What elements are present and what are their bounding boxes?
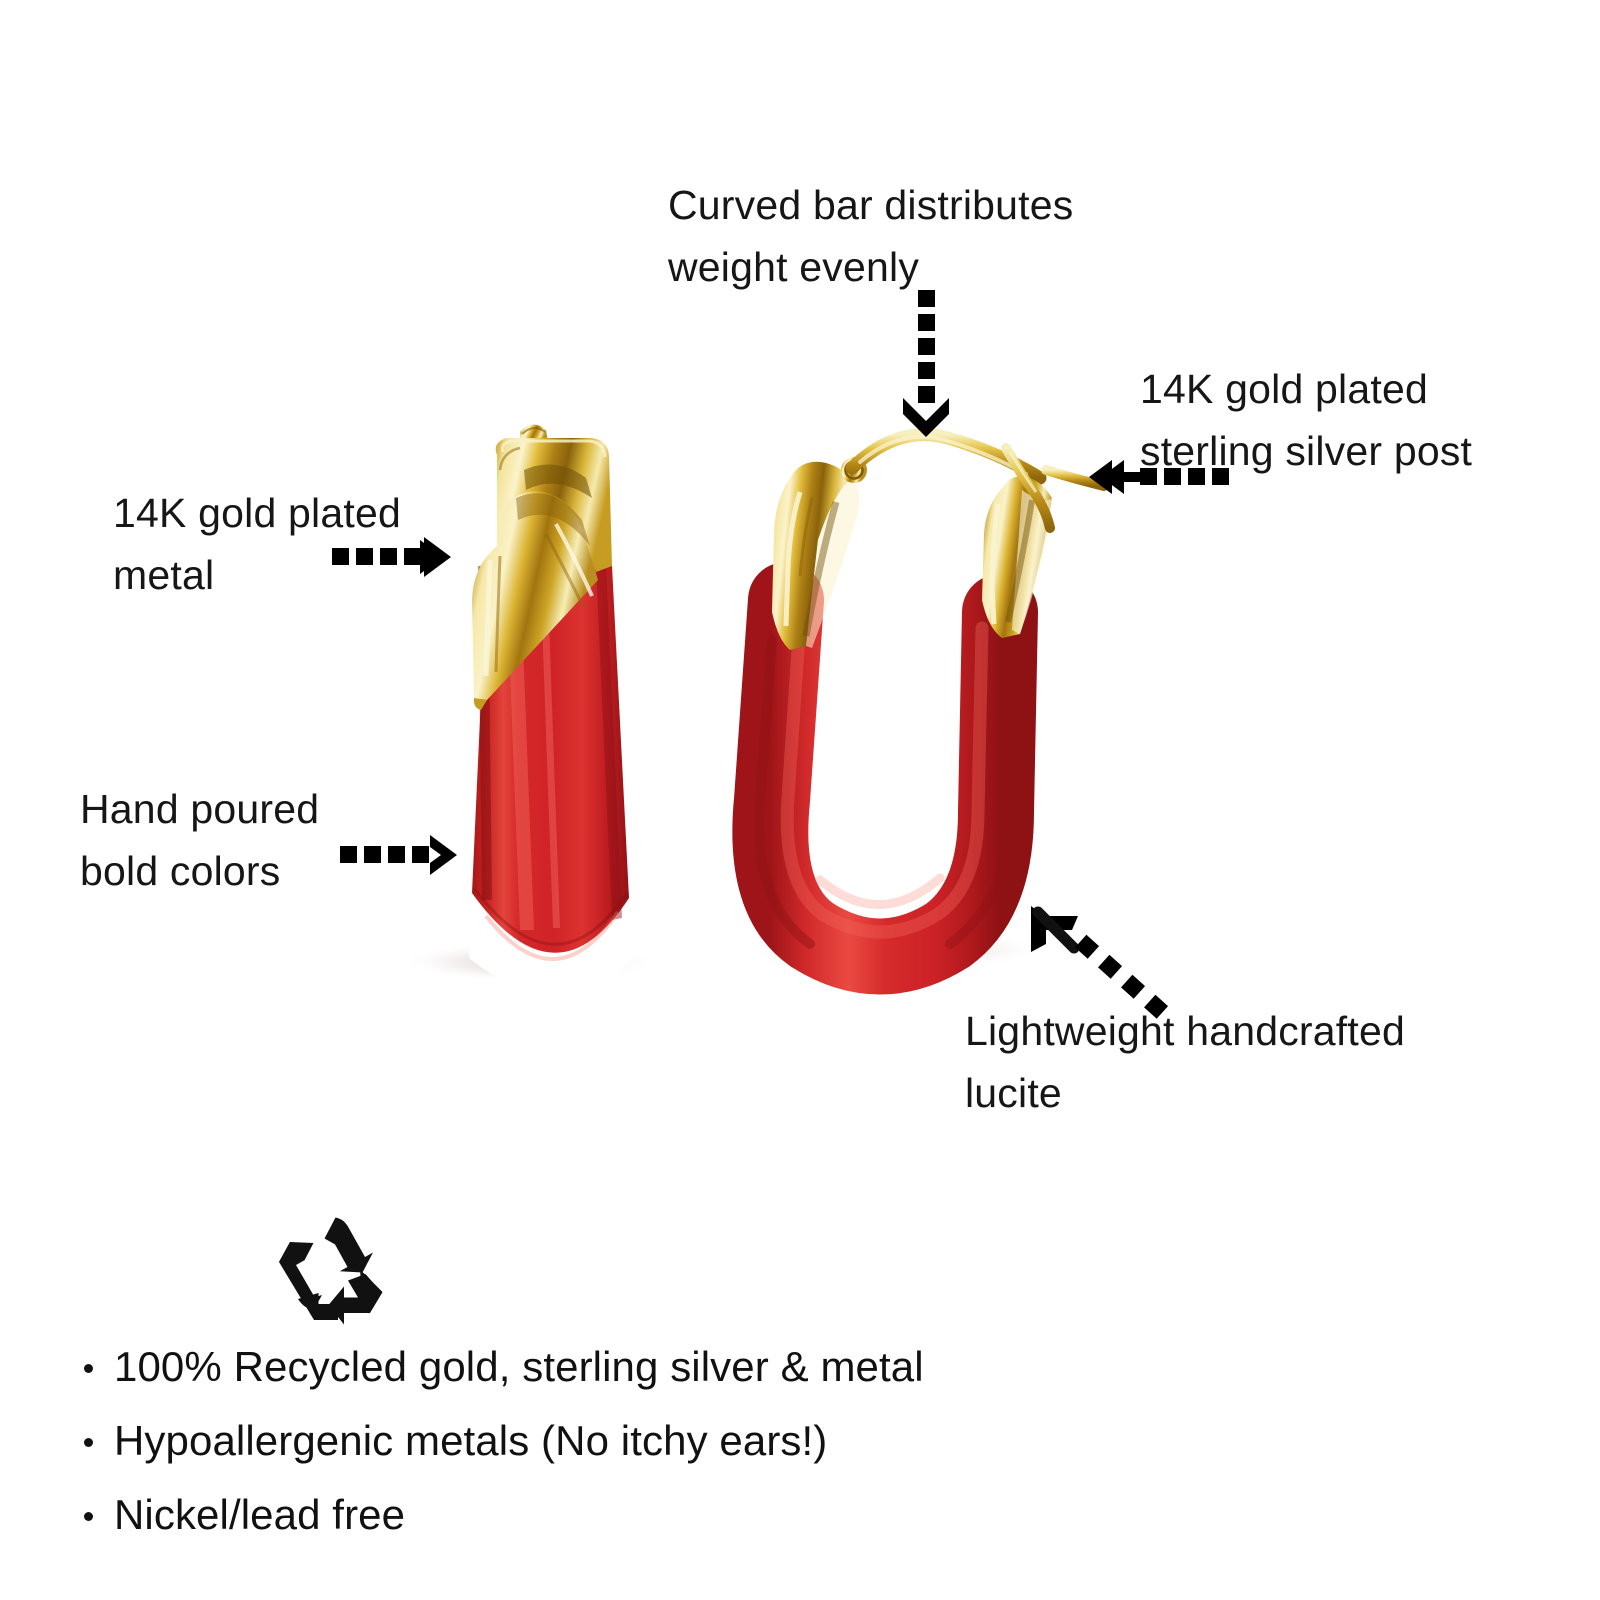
recycle-icon [272,1212,400,1336]
callout-label-gold-plated-metal: 14K gold plated metal [113,490,401,598]
callout-label-hand-poured-colors: Hand poured bold colors [80,786,320,894]
arrow-down-icon [903,290,949,437]
bullet-item: 100% Recycled gold, sterling silver & me… [70,1330,1170,1404]
callout-label-curved-bar: Curved bar distributes weight evenly [668,182,1074,290]
earring-front-view [732,428,1109,995]
callout-label-lightweight-lucite: Lightweight handcrafted lucite [965,1008,1405,1116]
callout-label-sterling-post: 14K gold plated sterling silver post [1140,366,1473,474]
bullet-item: Hypoallergenic metals (No itchy ears!) [70,1404,1170,1478]
feature-bullet-list: 100% Recycled gold, sterling silver & me… [70,1330,1170,1552]
bullet-item: Nickel/lead free [70,1478,1170,1552]
